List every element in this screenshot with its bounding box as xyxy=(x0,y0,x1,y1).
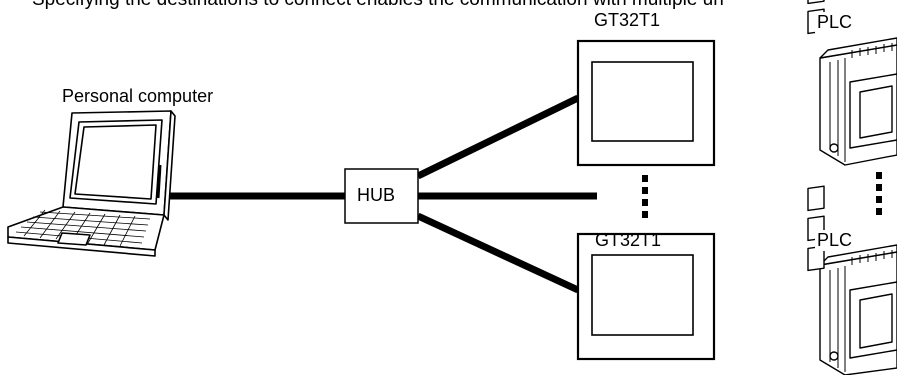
page-heading: Specifying the destinations to connect e… xyxy=(32,0,724,11)
connection-cables xyxy=(168,94,597,294)
label-gt-top: GT32T1 xyxy=(594,10,661,30)
label-plc-bottom: PLC xyxy=(815,230,855,251)
cable-hub-gt-bottom xyxy=(416,212,580,294)
touch-panel-icon-top xyxy=(576,39,716,167)
cable-hub-gt-top xyxy=(416,94,580,180)
label-plc-top: PLC xyxy=(815,12,855,33)
touch-panel-icon-bottom xyxy=(576,232,716,361)
more-devices-dots xyxy=(642,172,882,218)
hub-box xyxy=(344,168,419,224)
plc-unit-icon-bottom xyxy=(807,185,897,375)
label-gt-bottom: GT32T1 xyxy=(595,230,662,250)
label-personal-computer: Personal computer xyxy=(62,86,214,106)
laptop-icon xyxy=(7,110,176,257)
plc-unit-icon-top xyxy=(807,0,897,166)
label-hub: HUB xyxy=(357,185,396,205)
